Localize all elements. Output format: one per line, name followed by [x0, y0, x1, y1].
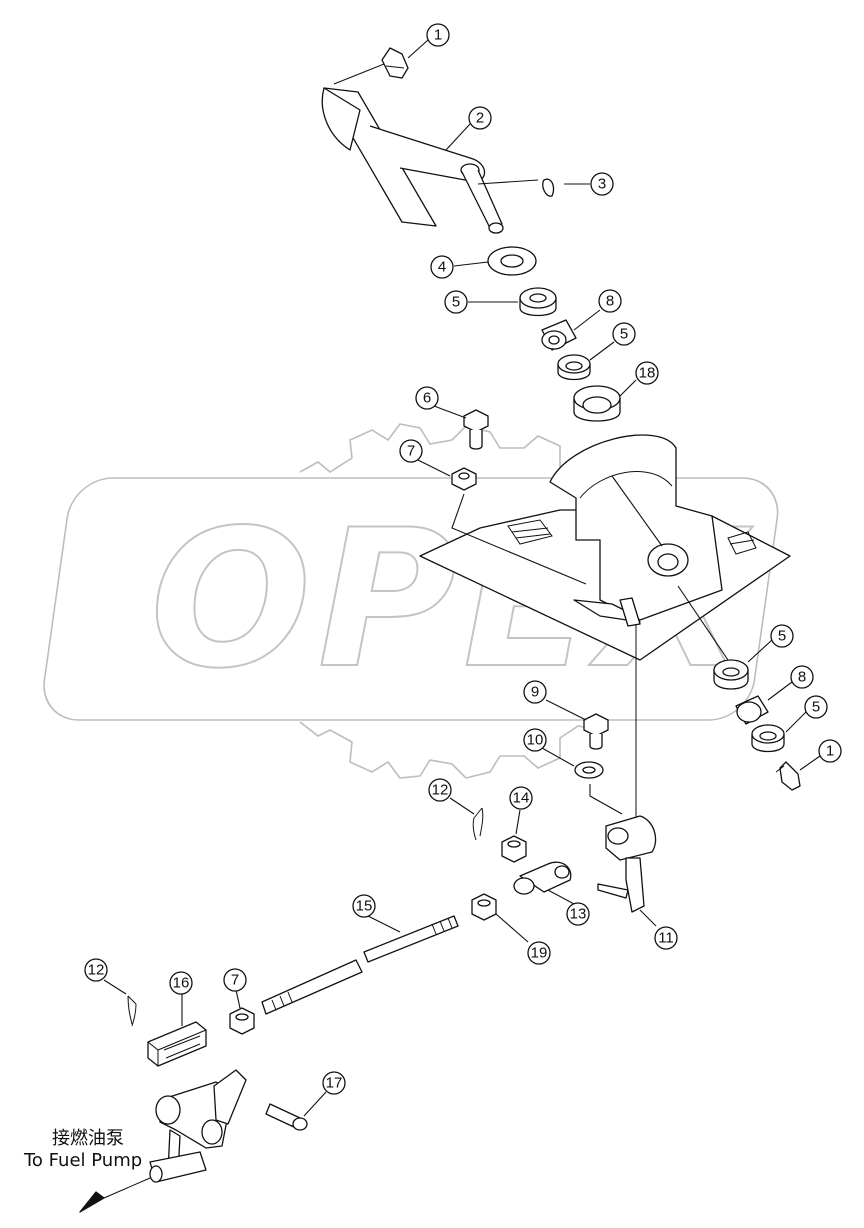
callout-5-d: 5: [804, 695, 828, 719]
callout-label: 5: [452, 294, 460, 311]
callout-2: 2: [468, 106, 492, 130]
callouts: 1 2 3 4 5 8 5 18 6 7 5 8 5 1 9 10 12 14 …: [84, 23, 842, 1095]
callout-8-a: 8: [598, 289, 622, 313]
nut-part-7b: [229, 1007, 255, 1035]
callout-5-b: 5: [612, 322, 636, 346]
callout-label: 7: [231, 972, 239, 989]
callout-1-top: 1: [426, 23, 450, 47]
bolt-part-6: [463, 409, 489, 450]
bolt-part-9: [583, 713, 609, 750]
callout-label: 16: [173, 975, 190, 992]
pin-part-17: [265, 1103, 308, 1131]
nut-part-14: [501, 835, 527, 863]
callout-label: 3: [598, 176, 606, 193]
lower-lever-assembly: [79, 1069, 247, 1213]
callout-7-a: 7: [399, 439, 423, 463]
callout-8-b: 8: [790, 665, 814, 689]
callout-label: 5: [812, 699, 820, 716]
callout-14: 14: [509, 786, 533, 810]
washer-part-10: [574, 761, 604, 779]
callout-label: 5: [778, 628, 786, 645]
knob-part-1-bottom: [775, 761, 801, 791]
callout-label: 14: [513, 790, 530, 807]
knob-part-1-top: [381, 47, 409, 79]
callout-label: 8: [798, 669, 806, 686]
callout-label: 4: [438, 259, 446, 276]
parts: [79, 47, 801, 1213]
cotter-pin-part-12a: [472, 807, 484, 841]
bushing-part-8b: [735, 695, 769, 725]
bushing-part-8a: [541, 319, 577, 351]
nut-part-19: [471, 893, 497, 921]
bushing-part-5b: [557, 354, 591, 381]
callout-label: 8: [606, 293, 614, 310]
lever-part-2: [321, 87, 504, 234]
bracket-plate: [419, 434, 791, 820]
callout-label: 18: [639, 365, 656, 382]
callout-16: 16: [169, 971, 193, 995]
callout-label: 9: [531, 684, 539, 701]
callout-5-c: 5: [770, 624, 794, 648]
callout-label: 1: [434, 27, 442, 44]
callout-10: 10: [523, 728, 547, 752]
callout-label: 1: [826, 743, 834, 760]
callout-6: 6: [415, 386, 439, 410]
bushing-part-5c: [713, 659, 749, 690]
callout-label: 10: [527, 732, 544, 749]
note-chinese: 接燃油泵: [52, 1128, 124, 1149]
callout-17: 17: [322, 1071, 346, 1095]
callout-label: 5: [620, 326, 628, 343]
callout-12-b: 12: [84, 958, 108, 982]
callout-19: 19: [527, 941, 551, 965]
washer-part-4: [487, 246, 537, 276]
callout-label: 6: [423, 390, 431, 407]
callout-label: 12: [88, 962, 105, 979]
bushing-part-5a: [519, 287, 557, 317]
callout-4: 4: [430, 255, 454, 279]
callout-label: 17: [326, 1075, 343, 1092]
key-part-3: [542, 178, 555, 197]
callout-label: 12: [432, 782, 449, 799]
callout-label: 11: [658, 930, 674, 947]
threaded-rod-part-15: [261, 915, 459, 1015]
callout-1-bottom: 1: [818, 739, 842, 763]
callout-label: 7: [407, 443, 415, 460]
callout-3: 3: [590, 172, 614, 196]
callout-label: 19: [531, 945, 548, 962]
cotter-pin-part-12b: [127, 995, 137, 1027]
callout-label: 2: [476, 110, 484, 127]
watermark-plate: [43, 477, 779, 721]
callout-13: 13: [566, 902, 590, 926]
callout-7-b: 7: [223, 968, 247, 992]
bushing-part-5d: [751, 724, 785, 753]
callout-9: 9: [523, 680, 547, 704]
watermark-gear-bottom: [299, 721, 601, 779]
callout-11: 11: [654, 926, 678, 950]
nut-part-7a: [451, 467, 477, 491]
note-english: To Fuel Pump: [23, 1150, 142, 1171]
bushing-part-18: [573, 385, 621, 422]
block-part-16: [147, 1021, 207, 1067]
watermark-gear-top: [299, 423, 601, 479]
callout-label: 15: [356, 898, 373, 915]
leader-lines: [103, 39, 821, 1117]
callout-label: 13: [570, 906, 587, 923]
arm-part-11: [597, 815, 657, 913]
callout-12-a: 12: [428, 778, 452, 802]
callout-15: 15: [352, 894, 376, 918]
callout-18: 18: [635, 361, 659, 385]
rod-end-part-13: [513, 861, 572, 895]
callout-5-a: 5: [444, 290, 468, 314]
fuel-pump-note: 接燃油泵 To Fuel Pump: [23, 1128, 142, 1171]
